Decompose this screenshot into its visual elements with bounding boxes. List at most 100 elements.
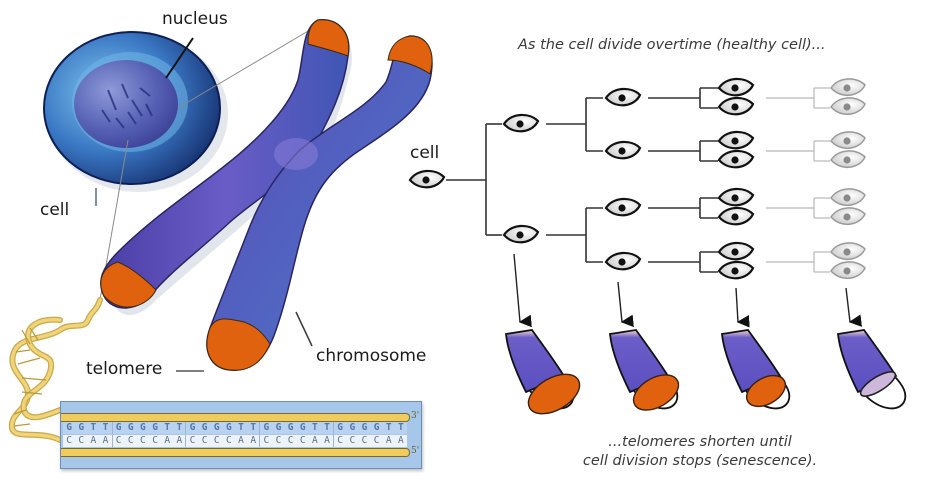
gen3-cell-icon [604,140,642,160]
root-cell-icon [408,169,446,189]
telomere-cap-top-left [307,19,350,57]
base-bottom: A [324,435,330,446]
cell-illustration [43,31,228,192]
base-bottom: C [299,435,306,446]
base-top: G [337,422,344,433]
arrow-down [735,287,750,328]
base-bottom: C [213,435,220,446]
gen4-cell-icon [717,241,755,261]
base-top: G [189,422,196,433]
senescent-cell-icon [830,150,866,168]
cell-nucleus-dot [843,84,851,92]
nucleus-shape [74,60,178,148]
gen4-cell-icon [717,187,755,207]
telomere-cap-bottom-right [206,318,271,371]
base-bottom: C [226,435,232,446]
gen4-cell-icon [717,149,755,169]
telomere-cap-bottom-left [100,261,157,308]
base-bottom: C [140,435,146,446]
base-bottom: C [201,435,208,446]
base-bottom: C [66,435,72,446]
senescent-cell-icon [830,207,866,225]
base-bottom: C [275,435,282,446]
cell-nucleus-dot [618,94,626,102]
five-prime-label: 5' [411,446,420,456]
telomere-depleted-end [859,371,897,397]
caption-bottom-line2: cell division stops (senescence). [582,453,818,469]
cell-nucleus-dot [843,213,851,221]
base-bottom: A [398,435,404,446]
gen4-cell-icon [717,96,755,116]
base-top: G [213,422,220,433]
gen2-cell-icon [502,113,540,133]
senescent-cell-icon [830,188,866,206]
base-top: G [275,422,282,433]
gen4-cell-icon [717,77,755,97]
three-prime-label: 3' [411,411,420,421]
telomere-stage-2 [609,329,680,411]
base-top: T [238,422,244,433]
base-top: G [299,422,306,433]
base-bottom: A [102,435,109,446]
telomere-stage-4 [837,329,907,410]
base-bottom: A [90,435,97,446]
group-separator [259,435,261,447]
chromosome-illustration [100,19,433,371]
telomere-cap-top-right [387,35,433,75]
group-separator [185,422,187,434]
chromosome-leader-line [295,311,313,347]
group-separator [111,422,113,434]
telomere-stage-3 [721,329,791,410]
senescent-cell-icon [830,97,866,115]
base-top: G [66,422,72,433]
base-bottom: C [263,435,270,446]
gen3-cell-icon [604,251,642,271]
base-top: G [373,422,380,433]
gen4-cell-icon [717,130,755,150]
caption-top: As the cell divide overtime (healthy cel… [518,37,826,53]
base-bottom: C [337,435,344,446]
group-separator [185,435,187,447]
cell-nucleus-dot [843,267,851,275]
base-top: G [127,422,134,433]
group-separator [333,435,335,447]
base-top: G [287,422,294,433]
gen4-cell-icon [717,206,755,226]
base-top: T [312,422,318,433]
group-separator [333,422,335,434]
base-top: G [349,422,356,433]
nucleus-label: nucleus [162,9,228,29]
senescent-cell-icon [830,78,866,96]
base-top: T [176,422,183,433]
base-top: T [324,422,330,433]
base-bottom: C [152,435,158,446]
base-bottom: A [312,435,318,446]
telomere-cap [632,374,680,411]
arrow-down [513,253,532,328]
base-bottom: A [385,435,392,446]
cell-nucleus-dot [731,248,739,256]
base-top: G [226,422,232,433]
base-top: T [250,422,257,433]
base-bottom: A [176,435,183,446]
senescent-cell-icon [830,242,866,260]
cell-nucleus-dot [843,156,851,164]
cell-nucleus-dot [516,231,524,239]
base-top: T [164,422,171,433]
telomere-cap [527,373,581,415]
division-tree [408,77,866,328]
telomere-label: telomere [86,359,163,379]
base-top: T [398,422,404,433]
base-top: T [102,422,109,433]
base-bottom: A [164,435,171,446]
gen4-cell-icon [717,260,755,280]
base-top: T [385,422,392,433]
arrow-down [617,281,634,328]
cell-nucleus-dot [843,103,851,111]
telomere-stages [505,329,907,415]
dna-strand-bottom [61,448,410,457]
cell-nucleus-dot [618,258,626,266]
cell-nucleus-dot [618,204,626,212]
cell-nucleus-dot [731,194,739,202]
